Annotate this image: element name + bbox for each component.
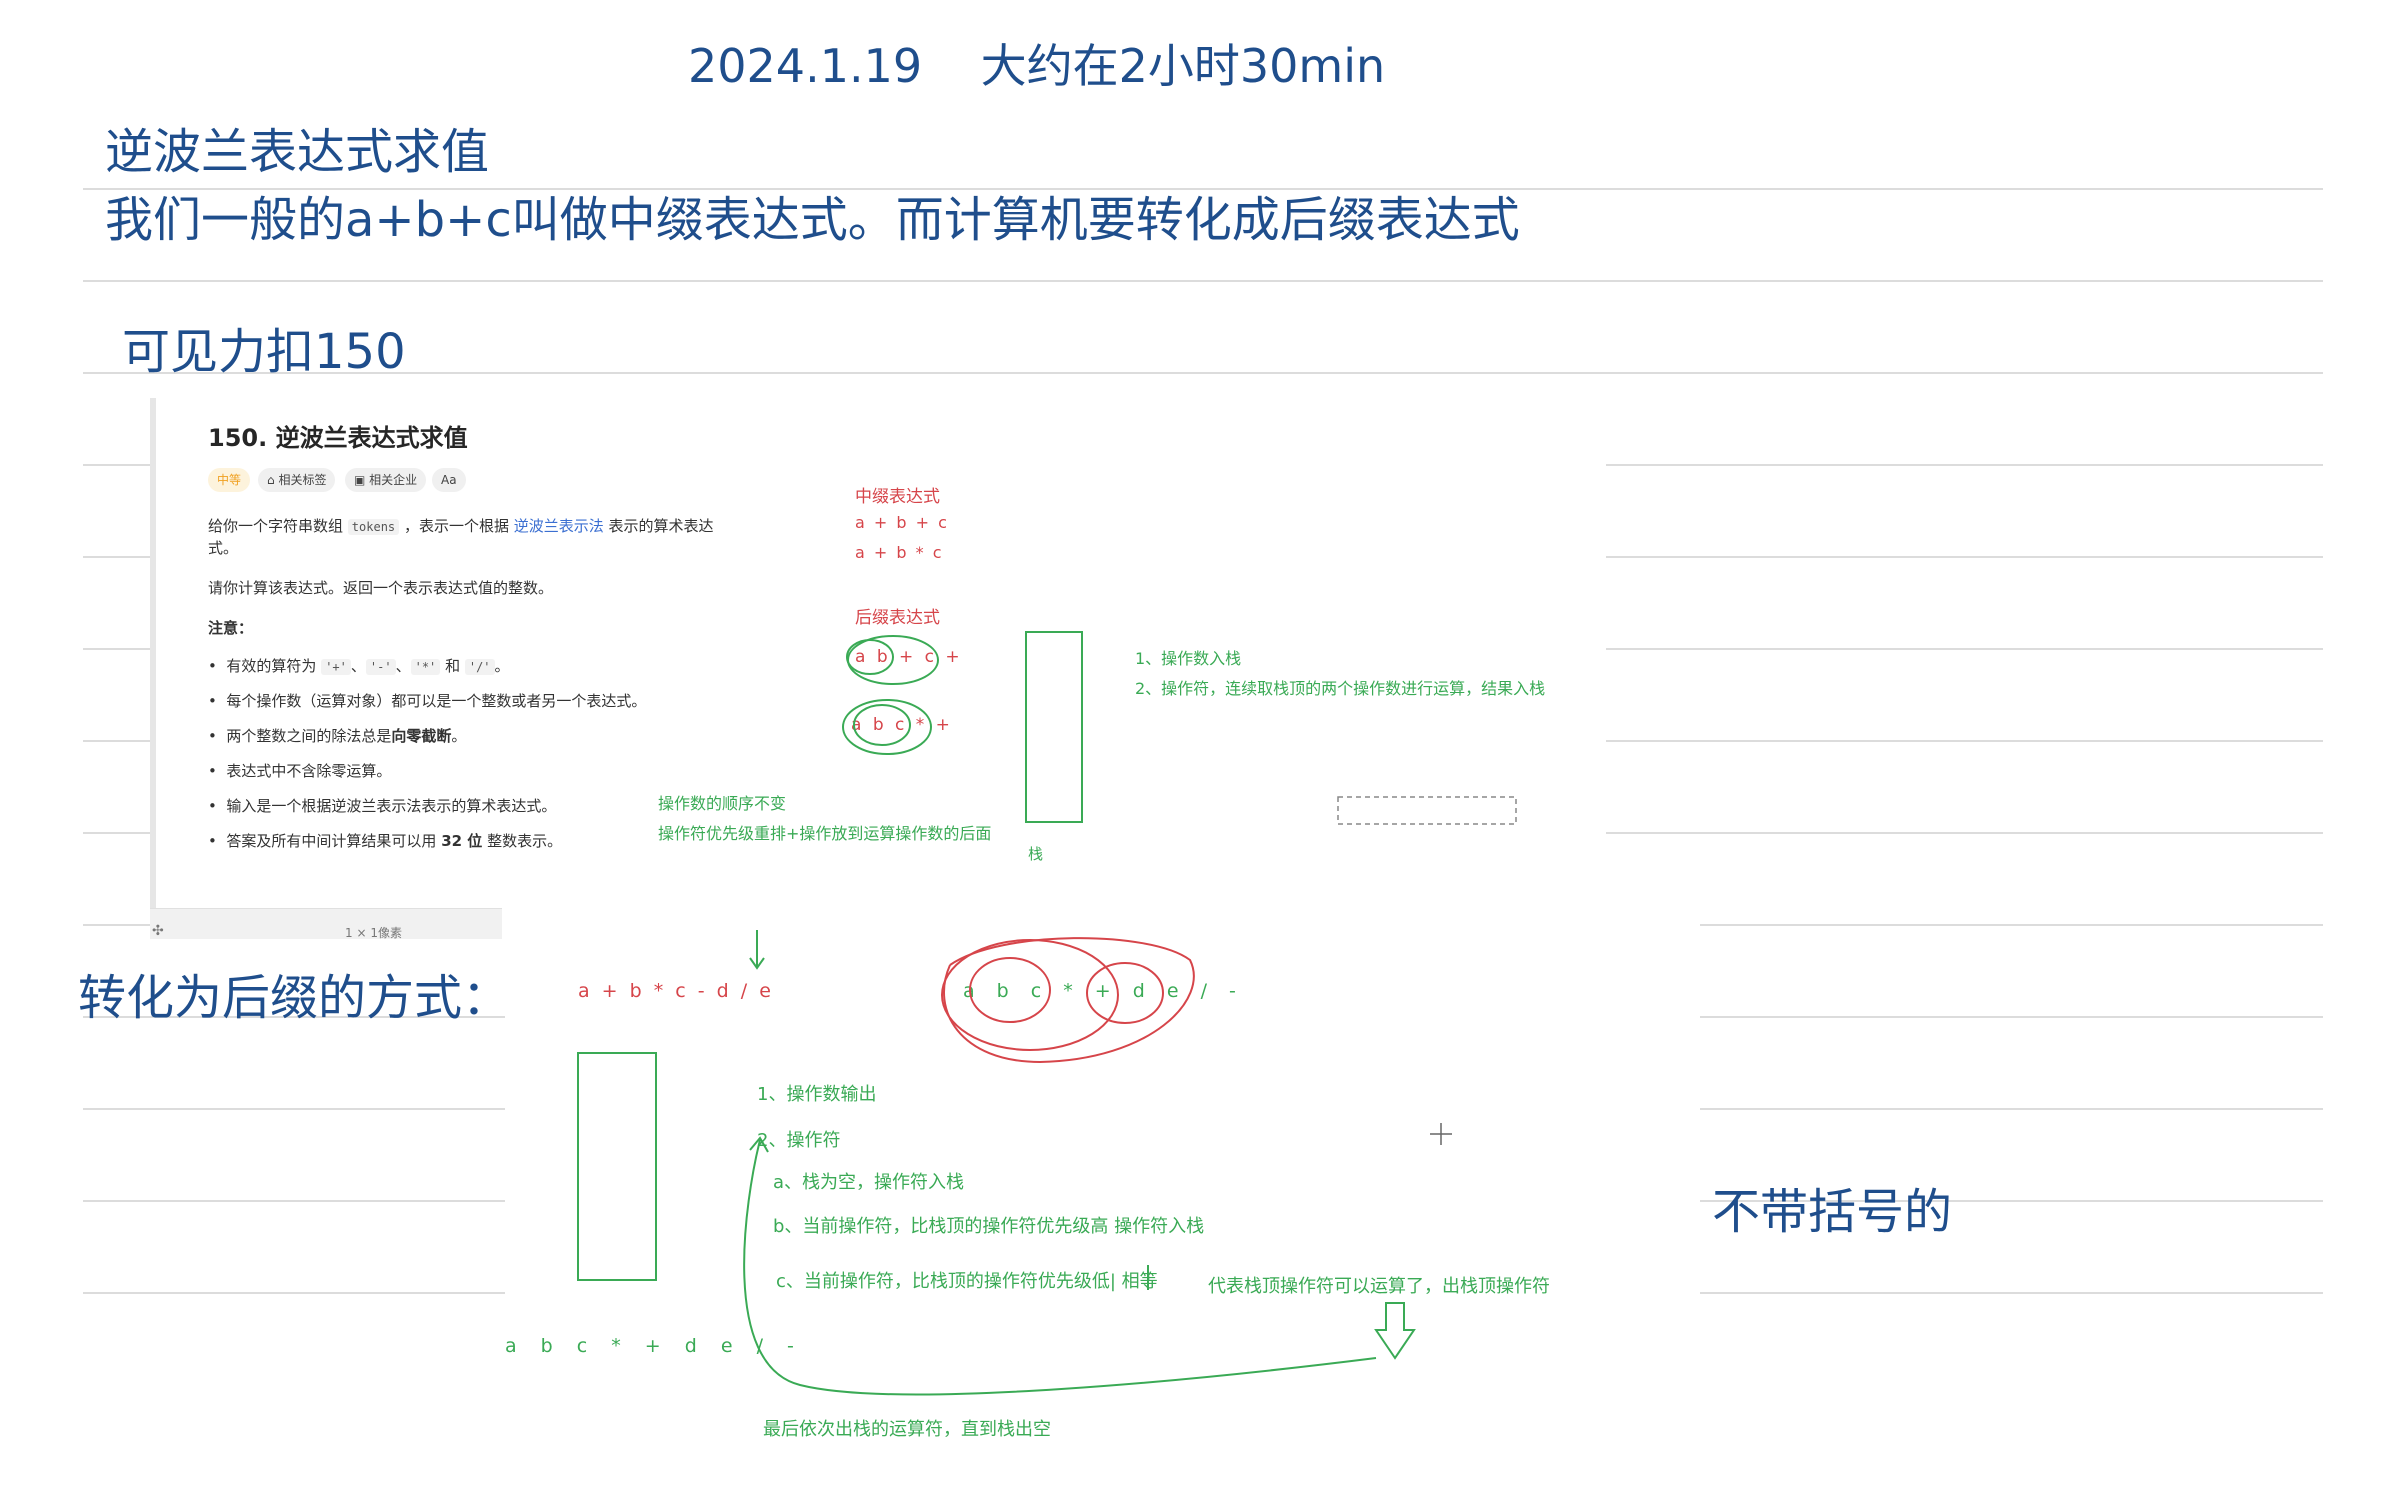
problem-description: 给你一个字符串数组 tokens ，表示一个根据 逆波兰表示法 表示的算术表达: [208, 515, 714, 536]
move-icon: ✣: [152, 923, 164, 939]
postfix-example-2: a b c * +: [851, 715, 953, 735]
bullet-text: 表达式中不含除零运算。: [226, 762, 392, 780]
code-op: '+': [321, 659, 351, 675]
ink-outer-loop: [943, 937, 1195, 1064]
bullet-text: 。: [494, 657, 510, 675]
screenshot-border: [150, 398, 156, 908]
related-companies-button[interactable]: ▣ 相关企业: [345, 468, 427, 492]
bullet-no-zero-div: • 表达式中不含除零运算。: [208, 762, 392, 780]
ruled-line: [83, 280, 2323, 282]
stack-rule-2: 2、操作符，连续取栈顶的两个操作数进行运算，结果入栈: [1135, 679, 1546, 698]
postfix-example-1: a b + c +: [855, 647, 963, 667]
final-output: a b c * + d e / -: [505, 1335, 803, 1357]
bullet-division: • 两个整数之间的除法总是向零截断。: [208, 727, 467, 745]
bullet-bold: 32 位: [441, 832, 483, 850]
conv-rule-2b: b、当前操作符，比栈顶的操作符优先级高 操作符入栈: [773, 1216, 1205, 1237]
desc-code: tokens: [347, 519, 400, 535]
stack-box-eval: [1025, 631, 1083, 823]
ink-down-arrow: [1374, 1302, 1416, 1360]
note-duration: 大约在2小时30min: [980, 39, 1386, 93]
ink-circle: [969, 957, 1051, 1023]
conv-rule-2: 2、操作符: [757, 1130, 841, 1151]
bullet-text: 。: [451, 727, 467, 745]
rpn-link[interactable]: 逆波兰表示法: [513, 517, 604, 535]
lock-icon: ▣: [354, 473, 370, 487]
conv-rule-2c-tail: 代表栈顶操作符可以运算了，出栈顶操作符: [1208, 1276, 1550, 1297]
difficulty-badge[interactable]: 中等: [208, 468, 251, 492]
tag-icon: ⌂: [267, 473, 279, 487]
infix-example-2: a + b * c: [855, 543, 944, 562]
ink-circle: [847, 635, 939, 685]
bullet-text: 整数表示。: [487, 832, 563, 850]
stack-label: 栈: [1028, 845, 1044, 863]
ink-circle: [941, 939, 1119, 1051]
stack-rule-1: 1、操作数入栈: [1135, 649, 1242, 668]
bullet-text: 和: [445, 657, 461, 675]
bullet-bold: 向零截断: [391, 727, 452, 745]
ink-circle: [842, 699, 932, 755]
infix-label: 中缀表达式: [855, 487, 940, 507]
ink-circle: [846, 639, 894, 675]
infix-example-1: a + b + c: [855, 513, 949, 532]
desc-text: ，表示一个根据: [403, 517, 509, 535]
conv-rule-1: 1、操作数输出: [757, 1084, 877, 1105]
screenshot-status-bar: [150, 908, 502, 939]
note-title: 逆波兰表达式求值: [105, 124, 490, 180]
postfix-label: 后缀表达式: [855, 608, 940, 628]
screenshot-status-text: 1 × 1像素: [345, 926, 402, 940]
note-convert-heading: 转化为后缀的方式：: [78, 970, 511, 1026]
bullet-text: 输入是一个根据逆波兰表示法表示的算术表达式。: [226, 797, 557, 815]
ruled-line: [83, 188, 2323, 190]
calc-text: 请你计算该表达式。返回一个表示表达式值的整数。: [208, 579, 554, 597]
ink-arrow: [749, 957, 765, 970]
conv-rule-2a: a、栈为空，操作符入栈: [773, 1172, 965, 1193]
ink-return-arrow: [743, 1139, 1377, 1396]
font-size-button[interactable]: Aa: [432, 468, 466, 492]
note-date-line: 2024.1.19 大约在2小时30min: [688, 30, 1385, 96]
bullet-input: • 输入是一个根据逆波兰表示法表示的算术表达式。: [208, 797, 557, 815]
desc-text: 给你一个字符串数组: [208, 517, 344, 535]
note-label: 注意：: [208, 619, 254, 637]
note-see-leetcode: 可见力扣150: [122, 324, 406, 380]
bullet-text: 每个操作数（运算对象）都可以是一个整数或者另一个表达式。: [226, 692, 647, 710]
circled-postfix: a b c * + d e / -: [963, 980, 1244, 1002]
bullet-operands: • 每个操作数（运算对象）都可以是一个整数或者另一个表达式。: [208, 692, 647, 710]
selection-box[interactable]: [1337, 796, 1517, 825]
code-op: '/': [464, 659, 495, 675]
ink-arrowhead: [749, 1136, 769, 1153]
bullet-text: 两个整数之间的除法总是: [226, 727, 392, 745]
ink-circle: [853, 704, 911, 746]
ink-circle: [1086, 962, 1164, 1024]
stack-box-convert: [577, 1052, 657, 1281]
desc-text: 表示的算术表达: [608, 517, 714, 535]
related-tags-label: 相关标签: [278, 473, 327, 487]
desc-line2: 式。: [208, 539, 239, 557]
example-expression: a + b * c - d / e: [578, 980, 774, 1002]
problem-title: 150. 逆波兰表达式求值: [208, 424, 468, 452]
bullet-32bit: • 答案及所有中间计算结果可以用 32 位 整数表示。: [208, 832, 563, 850]
code-op: '-': [365, 659, 396, 675]
bullet-text: 有效的算符为: [226, 657, 317, 675]
conv-rule-2c: c、当前操作符，比栈顶的操作符优先级低| 相等: [776, 1271, 1158, 1292]
note-intro: 我们一般的a+b+c叫做中缀表达式。而计算机要转化成后缀表达式: [105, 192, 1520, 248]
bullet-operators: • 有效的算符为 '+'、'-'、'*' 和 '/'。: [208, 657, 510, 675]
operator-reorder-note: 操作符优先级重排+操作放到运算操作数的后面: [658, 824, 992, 843]
ruled-line: [83, 372, 2323, 374]
related-companies-label: 相关企业: [369, 473, 418, 487]
final-note: 最后依次出栈的运算符，直到栈出空: [763, 1419, 1051, 1440]
note-no-brackets: 不带括号的: [1712, 1184, 1953, 1240]
crosshair-icon: [1430, 1123, 1452, 1145]
related-tags-button[interactable]: ⌂ 相关标签: [258, 468, 336, 492]
pasted-image-area-lower: [505, 880, 1700, 1350]
note-date: 2024.1.19: [688, 39, 923, 93]
operand-order-note: 操作数的顺序不变: [658, 794, 787, 813]
code-op: '*': [410, 659, 441, 675]
bullet-text: 答案及所有中间计算结果可以用: [226, 832, 437, 850]
